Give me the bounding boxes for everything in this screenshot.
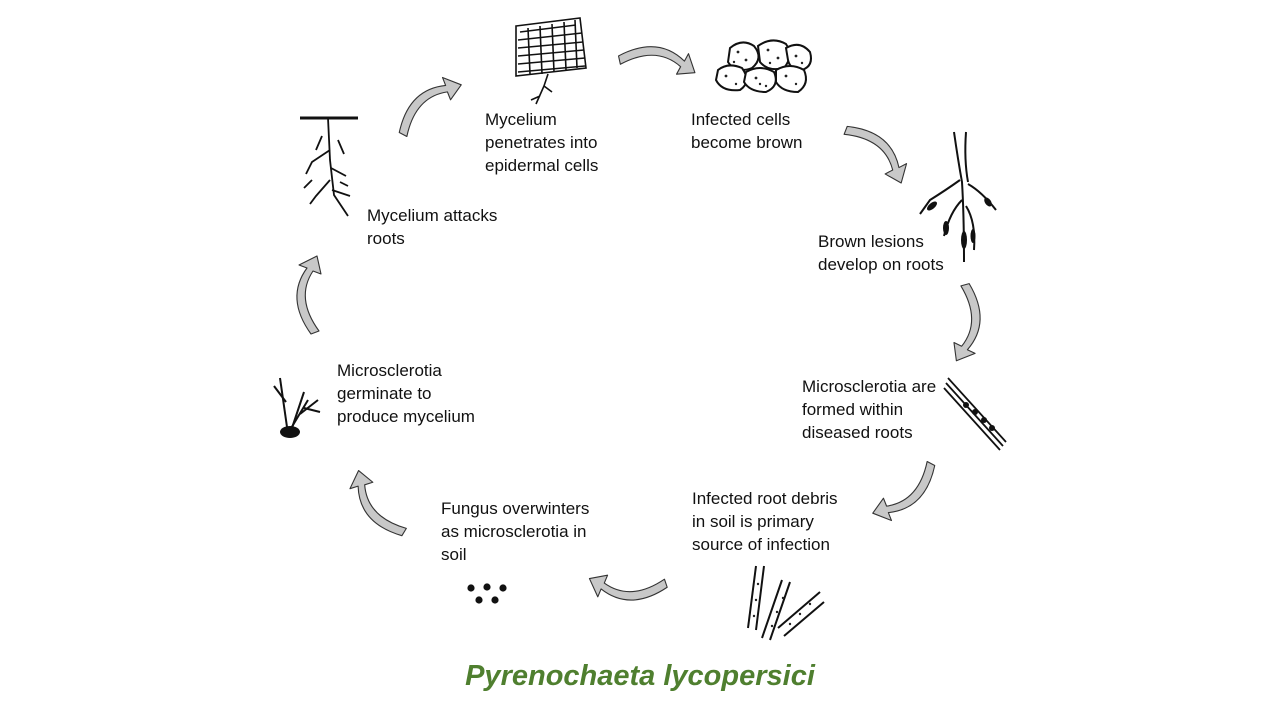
stage-label-line: soil bbox=[441, 545, 467, 564]
stage-label-line: Fungus overwinters bbox=[441, 499, 590, 518]
stage-label-line: penetrates into bbox=[485, 133, 598, 152]
diagram-caption: Pyrenochaeta lycopersici bbox=[465, 660, 815, 692]
stage-label-fungus-overwinters: Fungus overwinters as microsclerotia in … bbox=[441, 497, 589, 566]
stage-label-line: produce mycelium bbox=[337, 407, 475, 426]
curved-arrow-icon bbox=[951, 282, 984, 364]
curved-arrow-icon bbox=[588, 573, 669, 602]
stage-label-mycelium-penetrates: Mycelium penetrates into epidermal cells bbox=[485, 108, 598, 177]
stage-label-line: in soil is primary bbox=[692, 512, 814, 531]
stage-label-line: as microsclerotia in bbox=[441, 522, 587, 541]
stage-label-line: diseased roots bbox=[802, 423, 913, 442]
germinating-microsclerotium-icon bbox=[273, 377, 321, 438]
stage-label-brown-lesions: Brown lesions develop on roots bbox=[818, 230, 944, 276]
stage-label-microsclerotia-germinate: Microsclerotia germinate to produce myce… bbox=[337, 359, 475, 428]
stage-label-line: Microsclerotia are bbox=[802, 377, 937, 396]
stage-label-line: Mycelium bbox=[485, 110, 557, 129]
stage-label-line: germinate to bbox=[337, 384, 432, 403]
stage-label-line: Mycelium attacks bbox=[367, 206, 498, 225]
mycelium-on-root-icon bbox=[300, 116, 358, 217]
epidermal-cells-with-hypha-icon bbox=[515, 17, 587, 105]
root-debris-icon bbox=[747, 565, 825, 641]
stage-label-microsclerotia-formed: Microsclerotia are formed within disease… bbox=[802, 375, 936, 444]
root-segment-with-microsclerotia-icon bbox=[943, 377, 1007, 451]
curved-arrow-icon bbox=[869, 457, 945, 529]
stage-label-root-debris: Infected root debris in soil is primary … bbox=[692, 487, 838, 556]
curved-arrow-icon bbox=[342, 467, 411, 545]
lesioned-root-icon bbox=[919, 131, 997, 263]
stage-label-line: Microsclerotia bbox=[337, 361, 442, 380]
curved-arrow-icon bbox=[839, 115, 916, 187]
stage-label-line: develop on roots bbox=[818, 255, 944, 274]
microsclerotia-dots-icon bbox=[467, 583, 507, 604]
brown-infected-cells-icon bbox=[714, 39, 812, 94]
curved-arrow-icon bbox=[389, 69, 465, 141]
curved-arrow-icon bbox=[616, 41, 699, 78]
stage-label-infected-cells: Infected cells become brown bbox=[691, 108, 803, 154]
stage-label-line: roots bbox=[367, 229, 405, 248]
stage-label-line: Brown lesions bbox=[818, 232, 924, 251]
stage-label-line: Infected cells bbox=[691, 110, 791, 129]
stage-label-line: source of infection bbox=[692, 535, 830, 554]
stage-label-line: formed within bbox=[802, 400, 904, 419]
curved-arrow-icon bbox=[296, 255, 322, 335]
stage-label-line: epidermal cells bbox=[485, 156, 599, 175]
stage-label-line: become brown bbox=[691, 133, 803, 152]
stage-label-line: Infected root debris bbox=[692, 489, 838, 508]
stage-label-mycelium-attacks: Mycelium attacks roots bbox=[367, 204, 497, 250]
